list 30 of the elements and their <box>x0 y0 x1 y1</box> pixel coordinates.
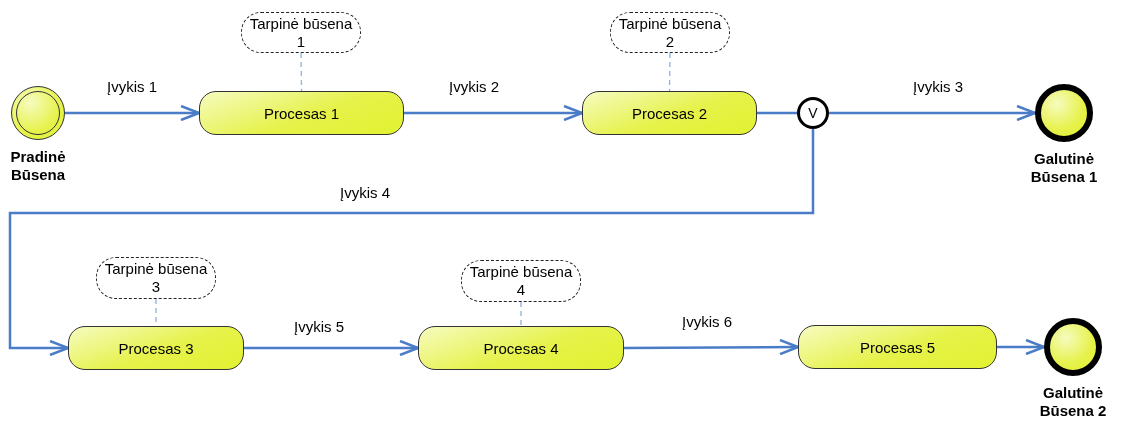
transition-arrow <box>404 104 584 122</box>
event-label: Įvykis 3 <box>911 78 965 95</box>
intermediate-state-box: Tarpinė būsena 1 <box>241 12 361 53</box>
process-box: Procesas 3 <box>68 326 244 370</box>
state-label: Pradinė Būsena <box>9 148 67 184</box>
process-box: Procesas 2 <box>582 91 757 135</box>
connector-line <box>757 111 797 115</box>
event-label: Įvykis 1 <box>105 78 159 95</box>
process-box: Procesas 4 <box>418 326 624 370</box>
state-label: Galutinė Būsena 1 <box>1029 150 1099 186</box>
state-label: Galutinė Būsena 2 <box>1038 384 1108 420</box>
transition-arrow <box>65 104 201 122</box>
dashed-connector <box>520 301 522 327</box>
intermediate-state-box: Tarpinė būsena 3 <box>96 257 216 299</box>
transition-arrow <box>8 129 815 357</box>
transition-arrow <box>244 339 420 357</box>
intermediate-state-box: Tarpinė būsena 4 <box>461 260 581 302</box>
process-box: Procesas 1 <box>199 91 404 135</box>
transition-arrow <box>829 104 1037 122</box>
merge-node: V <box>797 97 829 129</box>
intermediate-state-box: Tarpinė būsena 2 <box>610 12 730 53</box>
transition-arrow <box>997 338 1046 356</box>
event-label: Įvykis 6 <box>680 313 734 330</box>
transition-arrow <box>624 338 800 356</box>
event-label: Įvykis 2 <box>447 78 501 95</box>
event-label: Įvykis 4 <box>338 184 392 201</box>
dashed-connector <box>668 52 671 92</box>
event-label: Įvykis 5 <box>292 318 346 335</box>
process-box: Procesas 5 <box>798 325 997 369</box>
dashed-connector <box>300 52 303 92</box>
